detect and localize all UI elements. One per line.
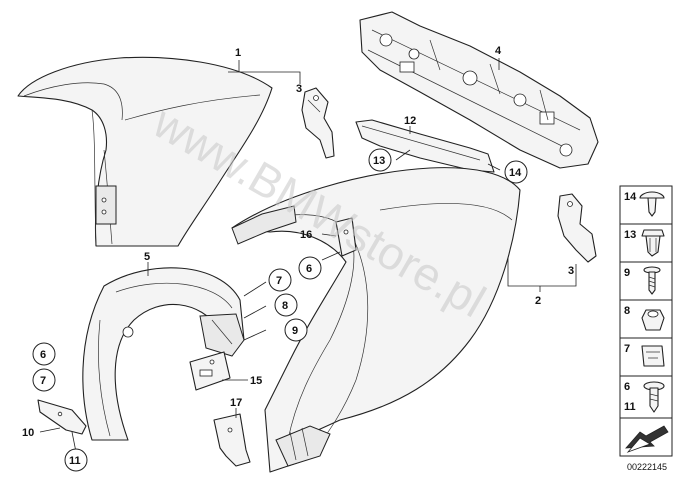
legend-label-13: 13 xyxy=(624,229,636,241)
part-1-quarter-panel-upper xyxy=(17,56,273,247)
callout-7-center: 7 xyxy=(276,275,282,287)
callout-10: 10 xyxy=(22,427,34,439)
callout-6-left: 6 xyxy=(40,349,46,361)
callout-12: 12 xyxy=(404,115,416,127)
callout-1: 1 xyxy=(235,47,241,59)
part-5-wheel-arch-liner xyxy=(82,267,245,441)
part-17-support-bracket xyxy=(213,413,251,467)
direction-arrow-icon xyxy=(625,425,669,453)
legend-label-7: 7 xyxy=(624,343,630,355)
part-3-bracket-upper xyxy=(301,87,335,159)
screw-icon xyxy=(643,266,661,295)
legend-label-11: 11 xyxy=(624,401,636,413)
callout-17: 17 xyxy=(230,397,242,409)
callout-labels: 1 3 4 12 16 3 2 5 15 17 10 xyxy=(22,45,574,439)
legend-label-8: 8 xyxy=(624,305,630,317)
legend-label-6: 6 xyxy=(624,381,630,393)
callout-14: 14 xyxy=(509,167,522,179)
part-3-bracket-lower xyxy=(557,193,597,263)
callout-16: 16 xyxy=(300,229,312,241)
part-15-cover-plate xyxy=(189,351,231,391)
callout-15: 15 xyxy=(250,375,262,387)
callout-7-left: 7 xyxy=(40,375,46,387)
callout-2: 2 xyxy=(535,295,541,307)
leader-lines xyxy=(39,58,577,453)
callout-5: 5 xyxy=(144,251,150,263)
flange-screw-icon xyxy=(643,381,665,413)
callout-6-center: 6 xyxy=(306,263,312,275)
callout-11: 11 xyxy=(69,455,81,467)
expanding-rivet-icon xyxy=(641,229,665,257)
push-clip-icon xyxy=(639,191,665,217)
callout-3-lower: 3 xyxy=(568,265,574,277)
reference-number: 00222145 xyxy=(627,462,667,472)
callout-13: 13 xyxy=(373,155,385,167)
circled-callouts: 13 14 6 7 8 9 6 7 11 xyxy=(32,148,528,472)
part-2-side-panel xyxy=(231,167,521,473)
spring-nut-icon xyxy=(641,345,665,367)
legend-label-9: 9 xyxy=(624,267,630,279)
callout-3-upper: 3 xyxy=(296,83,302,95)
callout-8: 8 xyxy=(282,300,288,312)
hex-nut-icon xyxy=(641,309,665,331)
part-12-seal-strip xyxy=(355,119,495,173)
part-16-bracket xyxy=(335,217,357,257)
part-10-bracket xyxy=(37,399,87,435)
part-4-rear-panel xyxy=(359,11,599,169)
callout-4: 4 xyxy=(495,45,502,57)
legend-label-14: 14 xyxy=(624,191,637,203)
callout-9: 9 xyxy=(292,325,298,337)
fastener-legend: 14 13 9 8 7 xyxy=(619,185,673,457)
